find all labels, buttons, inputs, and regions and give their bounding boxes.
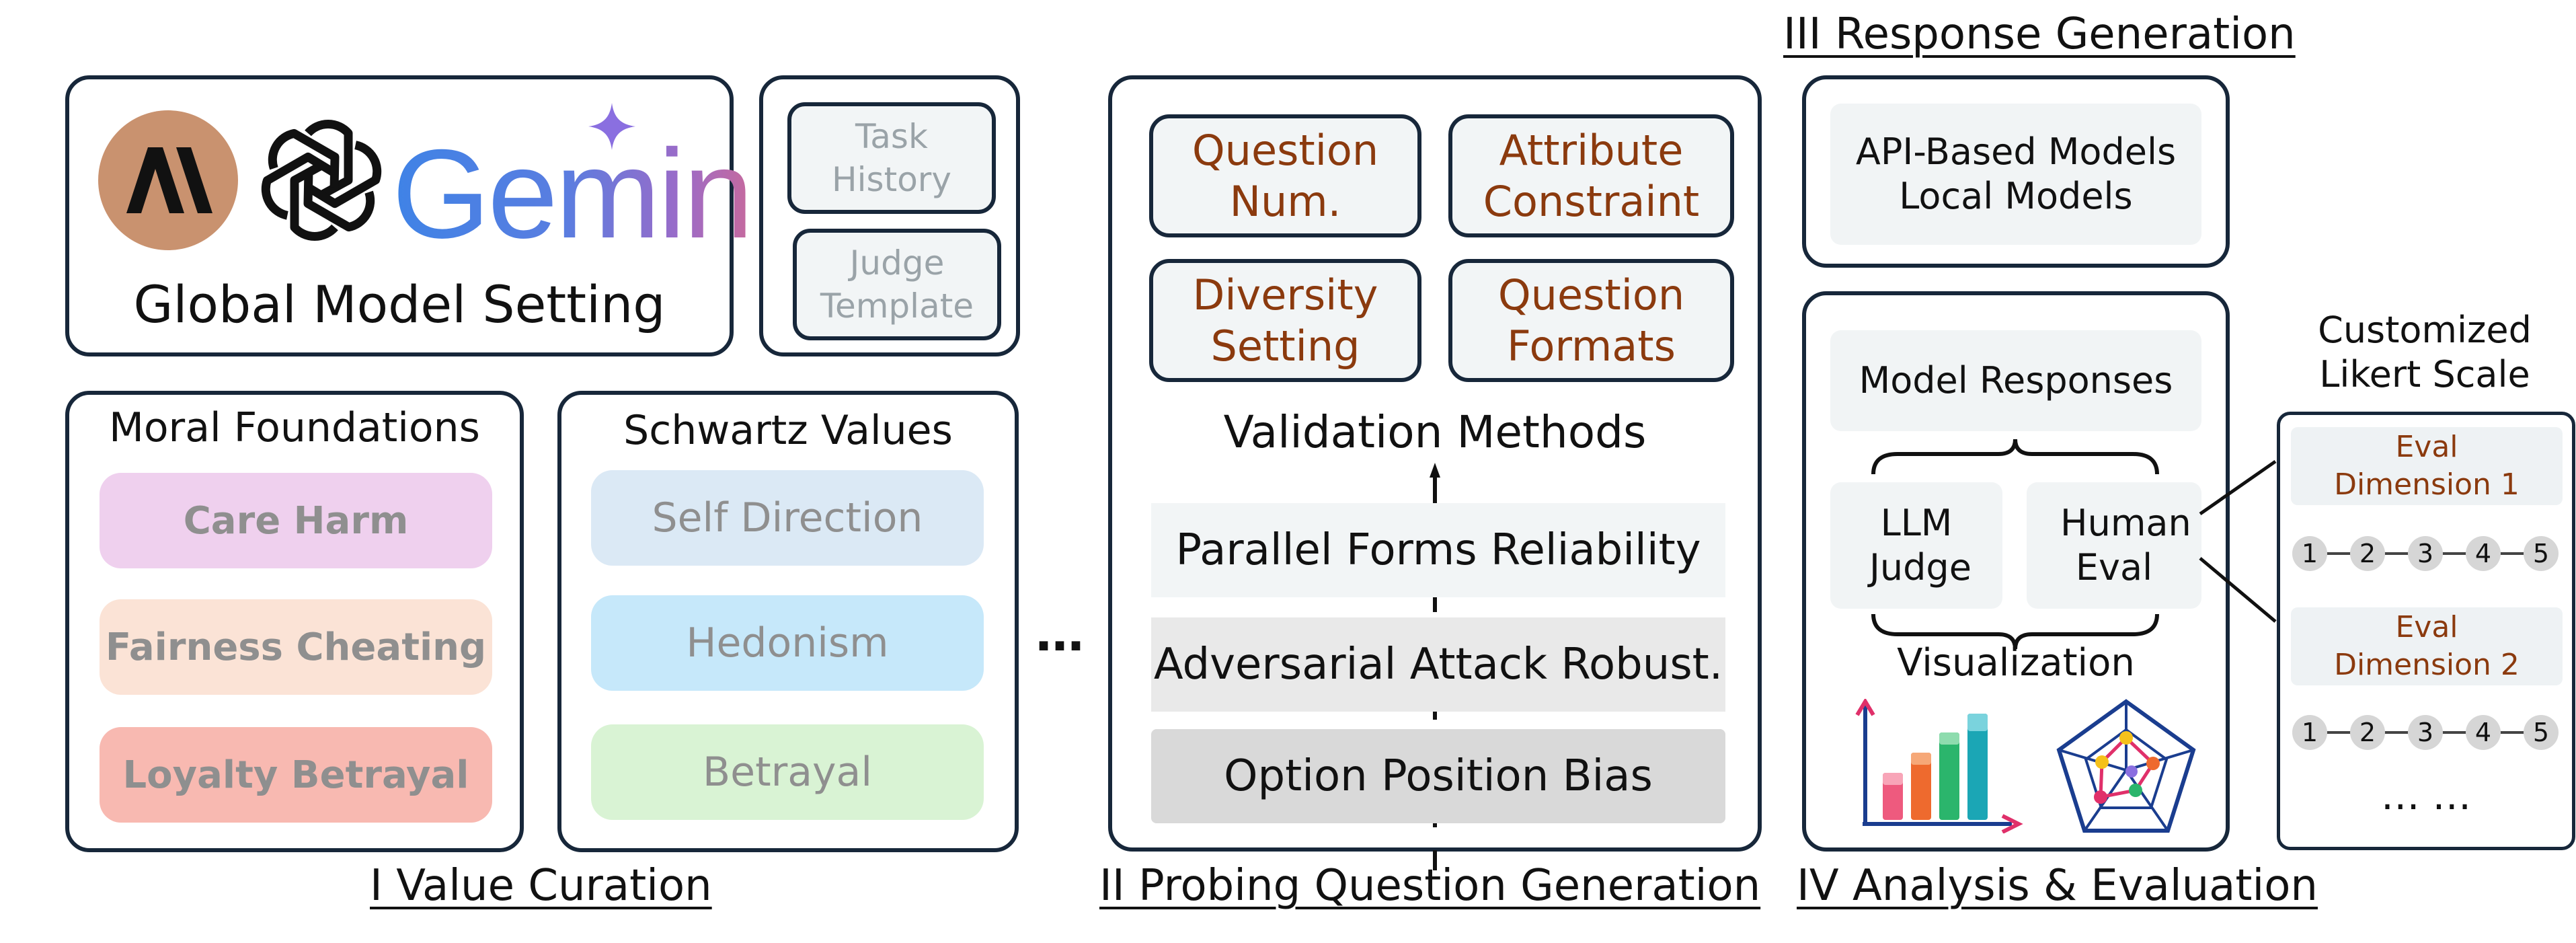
brace-top-icon: [1871, 437, 2160, 477]
eval-dimension-1-label: Eval Dimension 1: [2334, 430, 2520, 502]
likert-more-ellipsis: … …: [2380, 773, 2472, 819]
section-title-probing-question-generation: II Probing Question Generation: [1099, 861, 1761, 911]
likert-scale-row-1: 1 2 3 4 5: [2291, 533, 2567, 574]
global-model-setting-panel: Gemini Global Model Setting: [65, 75, 779, 356]
likert-option-5[interactable]: 5: [2524, 715, 2559, 750]
likert-option-1[interactable]: 1: [2292, 715, 2327, 750]
method-adversarial-attack-robust[interactable]: Adversarial Attack Robust.: [1151, 617, 1725, 712]
llm-judge-label: LLM Judge: [1869, 502, 1972, 589]
method-parallel-forms-reliability[interactable]: Parallel Forms Reliability: [1151, 503, 1725, 597]
api-based-models-label: API-Based Models: [1855, 130, 2177, 173]
brace-bottom-icon: [1871, 611, 2160, 652]
question-num-label: Question Num.: [1192, 125, 1379, 226]
attribute-constraint-label: Attribute Constraint: [1483, 125, 1700, 226]
likert-option-2[interactable]: 2: [2350, 715, 2385, 750]
section-title-response-generation: III Response Generation: [1783, 9, 2296, 59]
human-eval-box: Human Eval: [2027, 482, 2201, 609]
moral-item-fairness-cheating[interactable]: Fairness Cheating: [100, 599, 492, 695]
gemini-sparkle-icon: [588, 103, 635, 150]
ellipsis-more: …: [1036, 605, 1084, 662]
likert-option-5[interactable]: 5: [2524, 536, 2559, 571]
global-model-setting-title: Global Model Setting: [133, 274, 666, 334]
human-eval-connector-lines: [2197, 457, 2285, 632]
judge-template-label: Judge Template: [820, 243, 974, 326]
likert-scale-row-2: 1 2 3 4 5: [2291, 712, 2567, 753]
likert-option-4[interactable]: 4: [2466, 536, 2501, 571]
schwartz-item-hedonism[interactable]: Hedonism: [591, 595, 984, 691]
likert-option-4[interactable]: 4: [2466, 715, 2501, 750]
model-responses-box: Model Responses: [1830, 330, 2201, 431]
attribute-constraint-card[interactable]: Attribute Constraint: [1448, 114, 1734, 237]
llm-judge-box: LLM Judge: [1830, 482, 2002, 609]
moral-item-loyalty-betrayal[interactable]: Loyalty Betrayal: [100, 727, 492, 823]
section-title-analysis-evaluation: IV Analysis & Evaluation: [1797, 861, 2318, 911]
likert-option-3[interactable]: 3: [2408, 715, 2443, 750]
diversity-setting-card[interactable]: Diversity Setting: [1149, 259, 1421, 382]
task-history-card[interactable]: Task History: [787, 102, 996, 214]
schwartz-item-self-direction[interactable]: Self Direction: [591, 470, 984, 566]
likert-option-3[interactable]: 3: [2408, 536, 2443, 571]
likert-option-2[interactable]: 2: [2350, 536, 2385, 571]
task-judge-panel: Task History Judge Template: [759, 75, 1020, 356]
eval-dimension-1-box[interactable]: Eval Dimension 1: [2291, 427, 2563, 505]
question-num-card[interactable]: Question Num.: [1149, 114, 1421, 237]
model-types-box: API-Based Models Local Models: [1830, 104, 2201, 245]
question-formats-label: Question Formats: [1497, 270, 1685, 371]
schwartz-item-betrayal[interactable]: Betrayal: [591, 724, 984, 820]
eval-dimension-2-box[interactable]: Eval Dimension 2: [2291, 607, 2563, 685]
moral-foundations-panel: Moral Foundations Care Harm Fairness Che…: [65, 391, 524, 852]
likert-option-1[interactable]: 1: [2292, 536, 2327, 571]
visualization-title: Visualization: [1897, 641, 2135, 685]
method-option-position-bias[interactable]: Option Position Bias: [1151, 729, 1725, 823]
judge-template-card[interactable]: Judge Template: [793, 229, 1001, 340]
human-eval-label: Human Eval: [2060, 502, 2191, 589]
question-formats-card[interactable]: Question Formats: [1448, 259, 1734, 382]
eval-dimension-2-label: Eval Dimension 2: [2334, 610, 2520, 682]
schwartz-values-panel: Schwartz Values Self Direction Hedonism …: [557, 391, 1019, 852]
radar-chart-icon: [2052, 696, 2200, 837]
probing-question-panel: Question Num. Attribute Constraint Diver…: [1108, 75, 1762, 870]
likert-scale-panel: Eval Dimension 1 1 2 3 4 5 Eval Dimensio…: [2277, 412, 2575, 850]
schwartz-values-title: Schwartz Values: [623, 407, 953, 454]
analysis-evaluation-panel: Model Responses LLM Judge Human Eval Vis…: [1802, 291, 2230, 852]
likert-scale-title: Customized Likert Scale: [2318, 309, 2532, 395]
local-models-label: Local Models: [1899, 175, 2133, 217]
anthropic-logo-icon: [98, 110, 238, 250]
diversity-setting-label: Diversity Setting: [1192, 270, 1378, 371]
bar-chart-icon: [1850, 697, 2025, 834]
validation-methods-title: Validation Methods: [1223, 406, 1647, 458]
moral-foundations-title: Moral Foundations: [109, 404, 480, 451]
section-title-value-curation: I Value Curation: [370, 861, 712, 911]
task-history-label: Task History: [832, 117, 951, 199]
openai-logo-icon: [254, 113, 389, 248]
response-generation-panel: API-Based Models Local Models: [1802, 75, 2230, 268]
gemini-logo-text: Gemini: [392, 123, 779, 264]
moral-item-care-harm[interactable]: Care Harm: [100, 473, 492, 568]
